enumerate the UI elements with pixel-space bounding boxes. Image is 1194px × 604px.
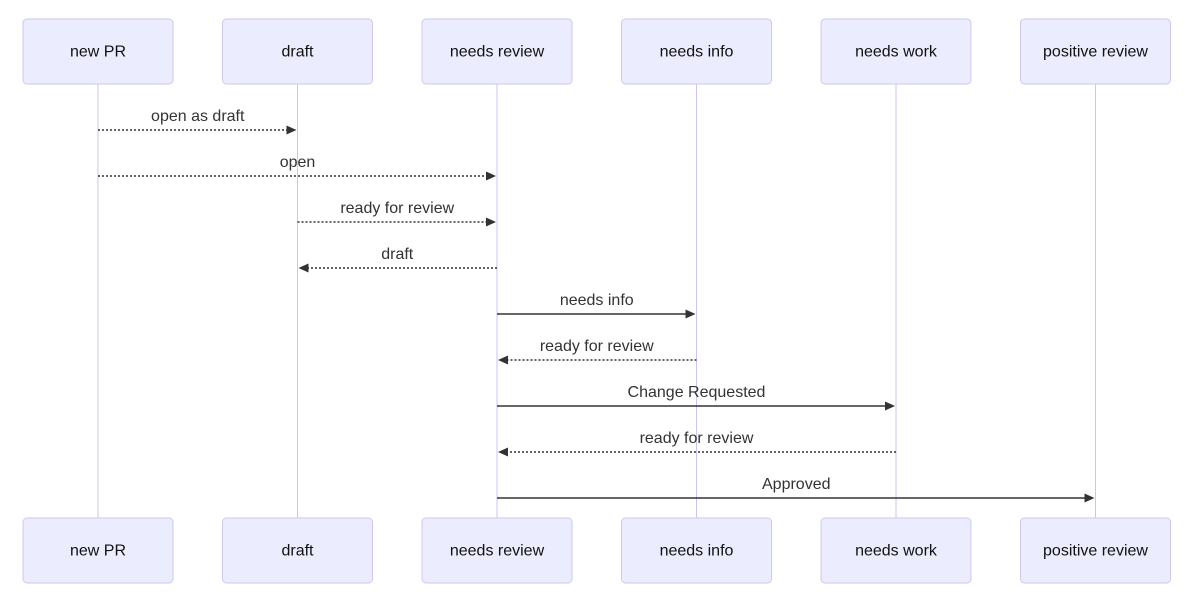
arrowhead-icon (685, 309, 696, 319)
message-7-ready-for-review: ready for review (498, 430, 896, 457)
message-4-needs-info: needs info (497, 292, 696, 319)
arrowhead-icon (1084, 493, 1095, 503)
actor-top-needs-info: needs info (621, 18, 772, 85)
actor-label: needs review (450, 543, 545, 560)
actor-bottom-box (1020, 517, 1171, 584)
arrowhead-icon (298, 263, 309, 273)
actor-bottom-needs-review: needs review (421, 517, 573, 584)
message-0-open-as-draft: open as draft (98, 108, 297, 135)
actor-label: needs work (855, 543, 938, 560)
message-label: ready for review (540, 338, 654, 355)
actor-bottom-needs-work: needs work (820, 517, 972, 584)
actor-top-positive-review: positive review (1020, 18, 1171, 85)
message-6-change-requested: Change Requested (497, 384, 895, 411)
actor-label: new PR (70, 543, 126, 560)
actor-top-box (421, 18, 573, 85)
message-label: Approved (762, 476, 831, 493)
actor-bottom-box (820, 517, 972, 584)
actor-top-box (1020, 18, 1171, 85)
actor-top-new-pr: new PR (22, 18, 174, 85)
message-2-ready-for-review: ready for review (297, 200, 496, 227)
actor-bottom-draft: draft (222, 517, 373, 584)
actor-label: needs info (660, 44, 734, 61)
message-label: open (280, 154, 316, 171)
message-label: draft (381, 246, 414, 263)
message-8-approved: Approved (497, 476, 1095, 503)
message-label: ready for review (640, 430, 754, 447)
message-5-ready-for-review: ready for review (498, 338, 697, 365)
actor-label: positive review (1043, 543, 1148, 560)
actor-label: positive review (1043, 44, 1148, 61)
actor-label: needs work (855, 44, 938, 61)
arrowhead-icon (885, 401, 895, 411)
actor-top-box (820, 18, 972, 85)
arrowhead-icon (498, 447, 508, 457)
message-label: open as draft (151, 108, 245, 125)
arrowhead-icon (498, 355, 508, 365)
actor-bottom-box (22, 517, 174, 584)
actor-bottom-positive-review: positive review (1020, 517, 1171, 584)
actor-bottom-box (222, 517, 373, 584)
message-3-draft: draft (298, 246, 497, 273)
arrowhead-icon (486, 217, 496, 227)
message-label: ready for review (340, 200, 454, 217)
actor-top-box (222, 18, 373, 85)
actor-top-draft: draft (222, 18, 373, 85)
actor-top-needs-review: needs review (421, 18, 573, 85)
message-label: Change Requested (628, 384, 766, 401)
actor-bottom-box (421, 517, 573, 584)
arrowhead-icon (486, 171, 496, 181)
actor-label: needs info (660, 543, 734, 560)
actor-top-box (22, 18, 174, 85)
actor-label: draft (281, 543, 314, 560)
message-1-open: open (98, 154, 496, 181)
actor-top-needs-work: needs work (820, 18, 972, 85)
actor-top-box (621, 18, 772, 85)
message-label: needs info (560, 292, 634, 309)
actor-label: needs review (450, 44, 545, 61)
actor-bottom-needs-info: needs info (621, 517, 772, 584)
actor-bottom-box (621, 517, 772, 584)
actor-bottom-new-pr: new PR (22, 517, 174, 584)
actor-label: new PR (70, 44, 126, 61)
actor-label: draft (281, 44, 314, 61)
arrowhead-icon (286, 125, 297, 135)
